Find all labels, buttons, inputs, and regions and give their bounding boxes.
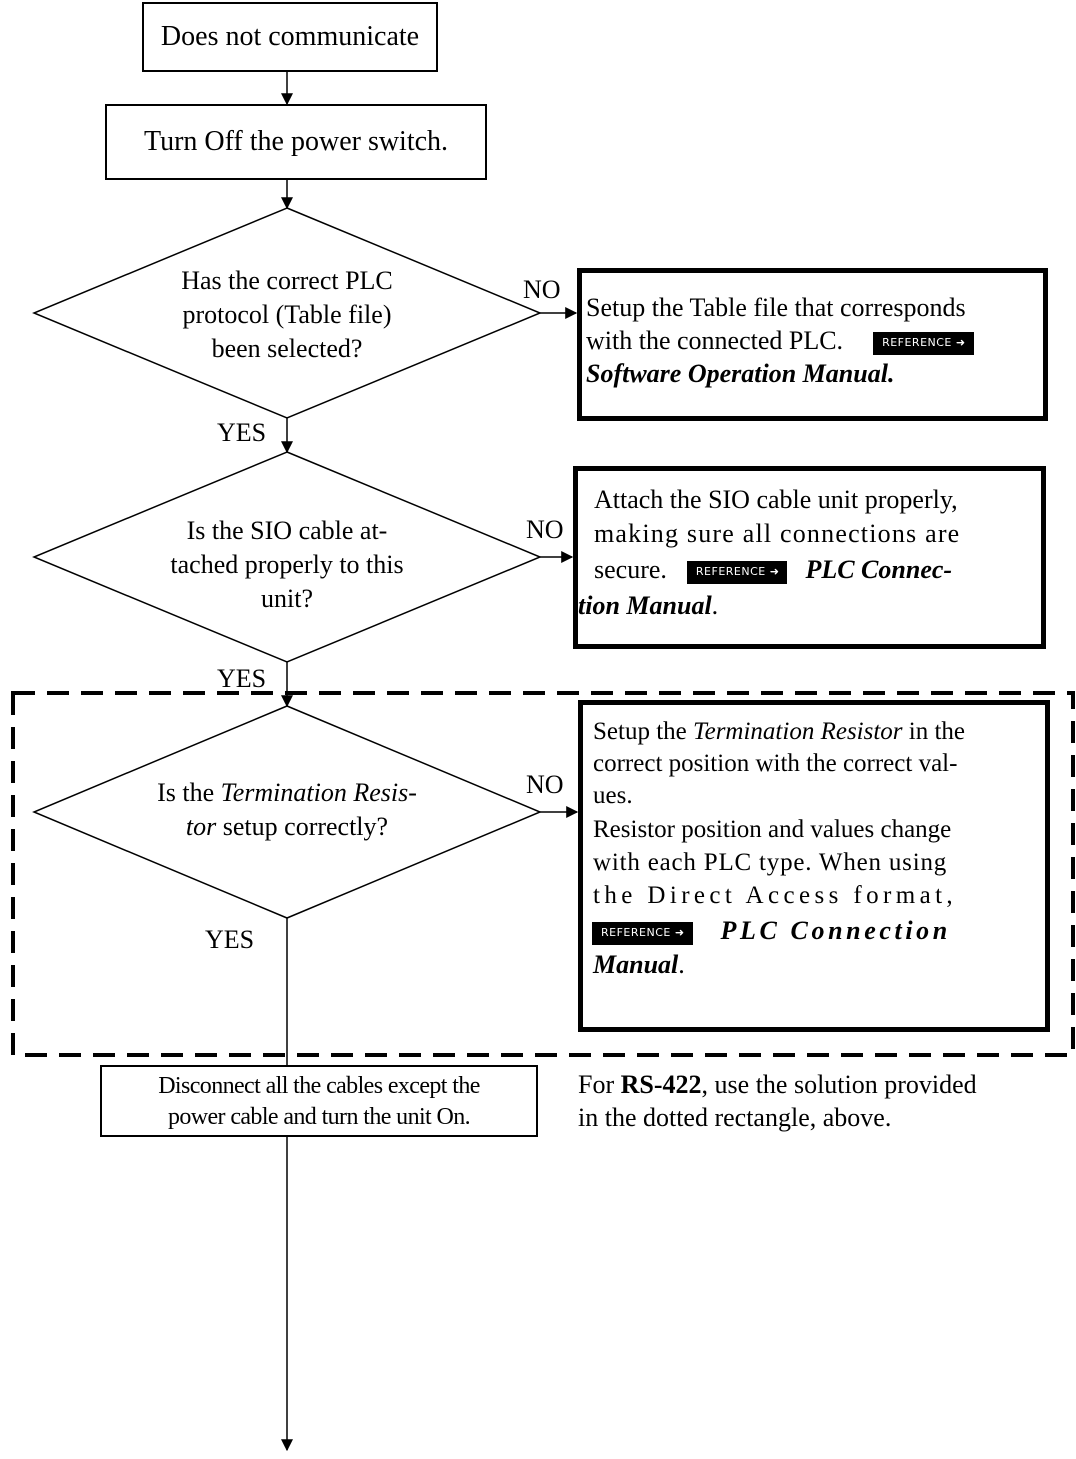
decision-resistor-line: tor setup correctly?	[185, 812, 389, 841]
action-protocol-line: with the connected PLC. REFERENCE ➜	[586, 324, 974, 357]
action-protocol-line: Setup the Table file that corresponds	[586, 293, 966, 322]
decision-resistor-diamond	[32, 705, 542, 919]
decision-protocol-line: protocol (Table file)	[182, 300, 392, 329]
disconnect-line: power cable and turn the unit On.	[167, 1104, 471, 1130]
decision-protocol-text: Has the correct PLC protocol (Table file…	[87, 264, 487, 366]
action-resistor-line: Resistor position and values change	[593, 816, 952, 843]
decision-resistor-line: Is the Termination Resis-	[157, 778, 417, 807]
decision-cable-line: tached properly to this	[170, 550, 404, 579]
action-resistor-line: REFERENCE ➜ PLC Connection	[592, 914, 951, 947]
power-off-text: Turn Off the power switch.	[143, 126, 449, 157]
decision-cable-diamond	[32, 451, 542, 663]
reference-icon: REFERENCE ➜	[686, 560, 788, 584]
power-off-box: Turn Off the power switch.	[105, 104, 487, 180]
action-resistor-line: ues.	[593, 782, 633, 809]
disconnect-box: Disconnect all the cables except the pow…	[100, 1065, 538, 1137]
action-resistor-box: Setup the Termination Resistor in the co…	[578, 700, 1050, 1032]
action-cable-line: Attach the SIO cable unit properly,	[594, 485, 958, 514]
yes-label: YES	[205, 925, 255, 954]
yes-label: YES	[217, 418, 267, 447]
decision-cable-line: Is the SIO cable at-	[186, 516, 388, 545]
decision-cable-text: Is the SIO cable at- tached properly to …	[87, 514, 487, 616]
dashed-region	[11, 691, 1075, 1057]
start-box: Does not communicate	[142, 2, 438, 72]
rs422-note: For RS-422, use the solution provided in…	[578, 1068, 977, 1134]
action-protocol-line: Software Operation Manual.	[586, 359, 895, 388]
action-cable-line: tion Manual.	[578, 591, 719, 620]
action-resistor-line: Setup the Termination Resistor in the	[593, 718, 966, 745]
no-label: NO	[523, 275, 561, 304]
action-resistor-line: with each PLC type. When using	[593, 849, 948, 876]
disconnect-line: Disconnect all the cables except the	[158, 1073, 480, 1099]
action-cable-line: secure. REFERENCE ➜ PLC Connec-	[594, 555, 953, 584]
action-resistor-line: correct position with the correct val-	[593, 750, 958, 777]
action-protocol-box: Setup the Table file that corresponds wi…	[577, 268, 1048, 421]
decision-resistor-text: Is the Termination Resis- tor setup corr…	[87, 776, 487, 844]
action-resistor-line: Manual.	[593, 950, 685, 979]
reference-icon: REFERENCE ➜	[592, 921, 693, 945]
yes-label: YES	[217, 664, 267, 693]
start-text: Does not communicate	[160, 21, 420, 52]
decision-protocol-line: Has the correct PLC	[181, 266, 393, 295]
decision-protocol-diamond	[32, 207, 542, 419]
no-label: NO	[526, 770, 564, 799]
rs422-note-line: For RS-422, use the solution provided	[578, 1070, 977, 1099]
reference-icon: REFERENCE ➜	[873, 331, 974, 355]
decision-protocol-line: been selected?	[211, 334, 363, 363]
no-label: NO	[526, 515, 564, 544]
action-resistor-line: the Direct Access format,	[593, 882, 958, 909]
decision-cable-line: unit?	[261, 584, 313, 613]
action-cable-box: Attach the SIO cable unit properly, maki…	[573, 466, 1046, 649]
action-cable-line: making sure all connections are	[594, 519, 961, 548]
rs422-note-line: in the dotted rectangle, above.	[578, 1103, 892, 1132]
